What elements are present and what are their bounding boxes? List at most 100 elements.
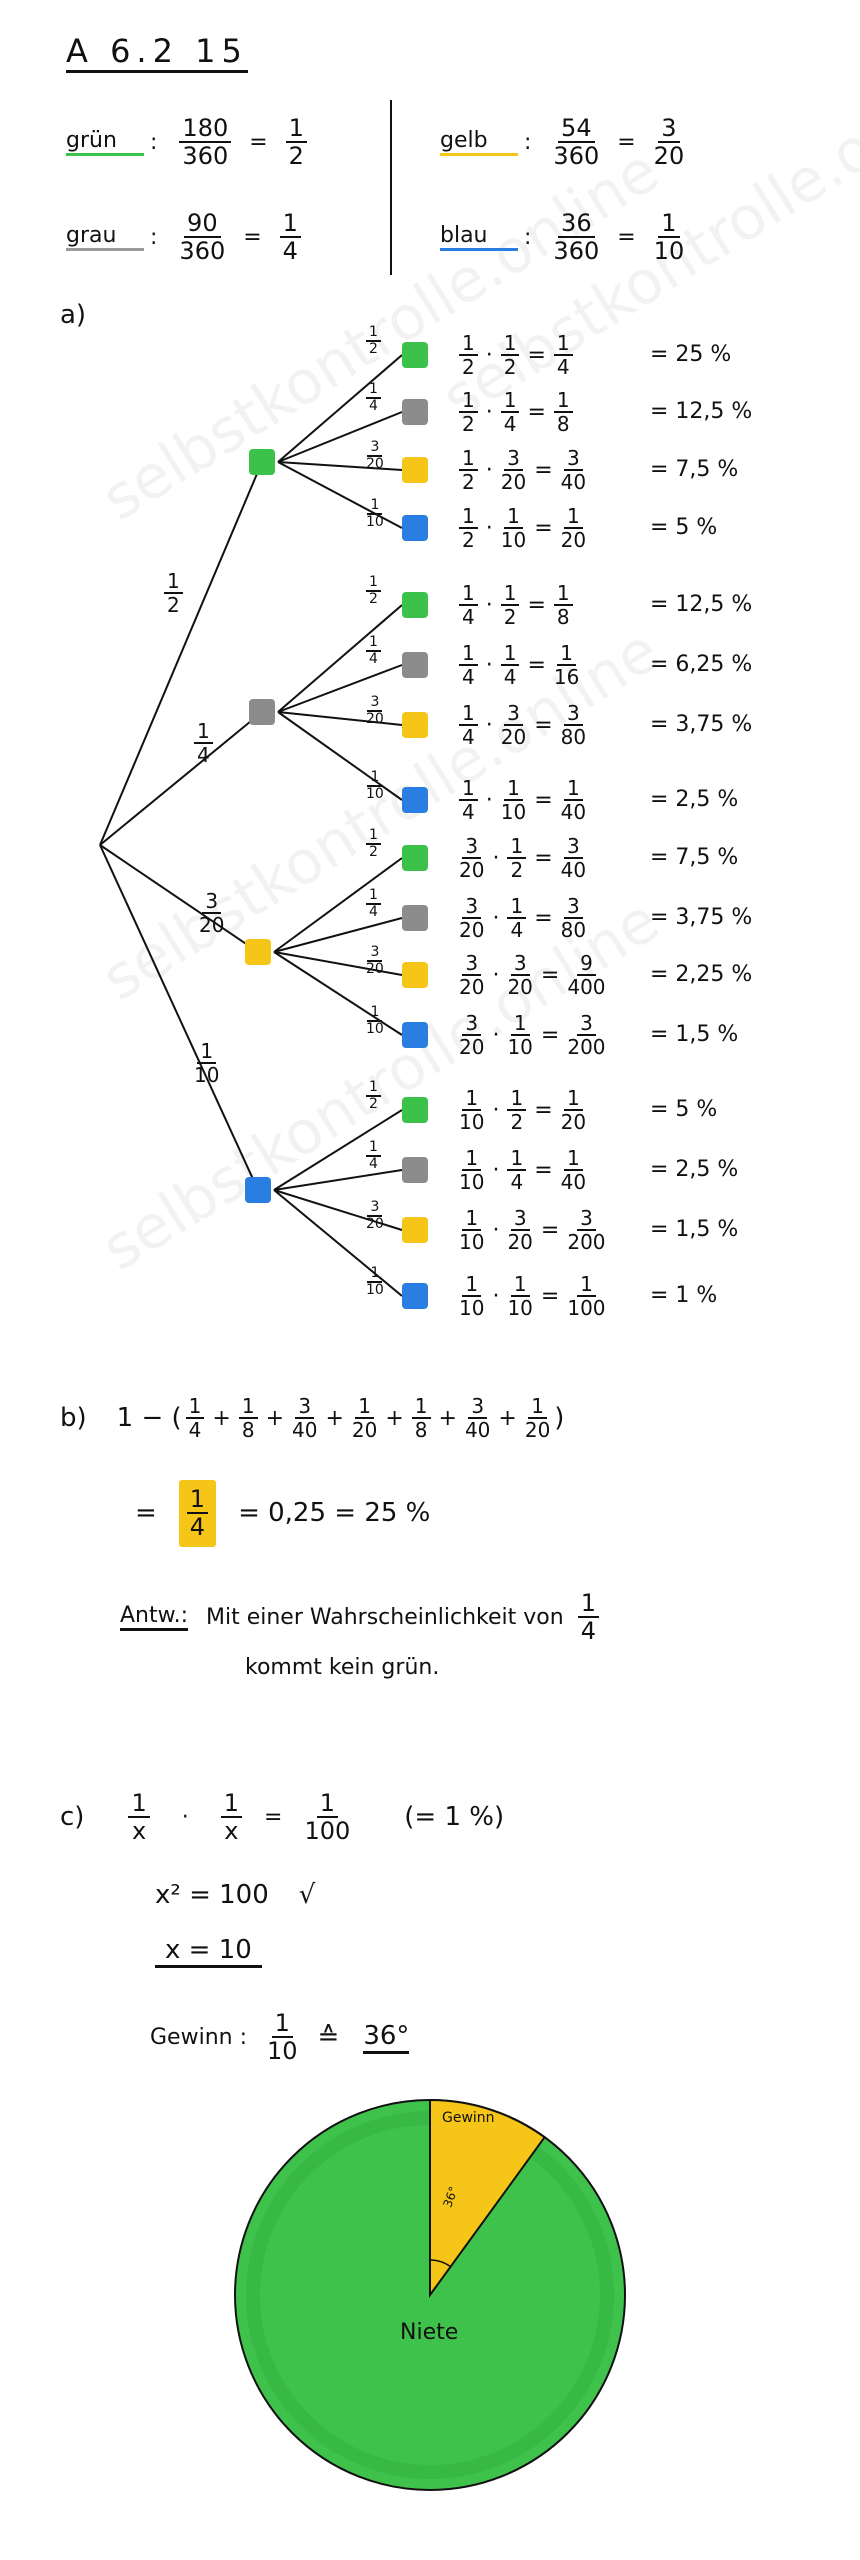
numerator: 1 <box>563 777 583 801</box>
denominator: 20 <box>507 1230 533 1254</box>
percentage: = 25 % <box>650 342 732 367</box>
numerator: 1 <box>285 115 307 144</box>
denominator: 10 <box>366 1282 384 1299</box>
denominator: 4 <box>580 1617 596 1646</box>
equals: = <box>617 224 636 250</box>
numerator: 1 <box>507 895 527 919</box>
numerator: 1 <box>366 887 381 906</box>
answer: Antw.: Mit einer Wahrscheinlichkeit von … <box>120 1590 603 1645</box>
denominator: 4 <box>189 1513 206 1542</box>
denominator: 4 <box>369 1156 378 1173</box>
leaf-gray <box>402 399 428 425</box>
leaf-gray <box>402 652 428 678</box>
denominator: 40 <box>292 1418 318 1442</box>
numerator: 1 <box>366 1139 381 1158</box>
tree-diagram-lines <box>99 354 403 1297</box>
percentage: = 1 % <box>650 1283 718 1308</box>
numerator: 3 <box>462 1012 482 1036</box>
branch-line <box>277 354 403 463</box>
pie-slice-gewinn <box>429 2098 547 2299</box>
denominator: 4 <box>510 918 524 942</box>
leaf-blue <box>402 1283 428 1309</box>
numerator: 1 <box>577 1273 596 1297</box>
leaf-blue <box>402 1022 428 1048</box>
equals: = <box>540 962 560 988</box>
equals: = <box>264 1804 283 1830</box>
dot: · <box>485 399 493 425</box>
dot: · <box>485 787 493 813</box>
numerator: 1 <box>128 1790 150 1819</box>
denominator: 2 <box>369 844 378 861</box>
denominator: x <box>131 1817 147 1846</box>
denominator: 40 <box>560 800 587 824</box>
percentage: = 12,5 % <box>650 399 753 424</box>
numerator: 3 <box>367 944 383 963</box>
equals: = <box>534 457 553 483</box>
lead: 1 − ( <box>116 1403 182 1433</box>
equals: = <box>135 1498 157 1529</box>
equals: = <box>534 845 553 871</box>
branch-line <box>273 857 403 953</box>
numerator: 1 <box>500 582 520 606</box>
node-blue <box>245 1177 271 1203</box>
denominator: 4 <box>503 665 517 689</box>
denominator: 360 <box>553 237 600 266</box>
denominator: 20 <box>459 918 485 942</box>
denominator: 4 <box>462 665 475 689</box>
close-paren: ) <box>554 1403 565 1433</box>
pie-label-gewinn: Gewinn <box>442 2110 495 2126</box>
denominator: 10 <box>507 1296 533 1320</box>
equals: = <box>527 652 546 678</box>
percentage: = 12,5 % <box>650 592 753 617</box>
dot: · <box>485 592 493 618</box>
dot: · <box>485 457 493 483</box>
denominator: 20 <box>524 1418 551 1442</box>
page-title: A 6.2 15 <box>66 32 248 73</box>
dot: · <box>492 1022 500 1048</box>
numerator: 1 <box>459 389 478 413</box>
part-c-label: c) <box>60 1802 85 1833</box>
numerator: 1 <box>500 642 520 666</box>
numerator: 1 <box>271 2010 293 2039</box>
denominator: 2 <box>167 593 180 617</box>
denominator: 2 <box>462 528 475 552</box>
percentage: = 2,25 % <box>650 962 753 987</box>
numerator: 1 <box>459 582 478 606</box>
dot: · <box>485 652 493 678</box>
denominator: 4 <box>462 725 475 749</box>
numerator: 1 <box>507 1087 527 1111</box>
denominator: 2 <box>510 858 524 882</box>
branch-line <box>273 1189 403 1297</box>
